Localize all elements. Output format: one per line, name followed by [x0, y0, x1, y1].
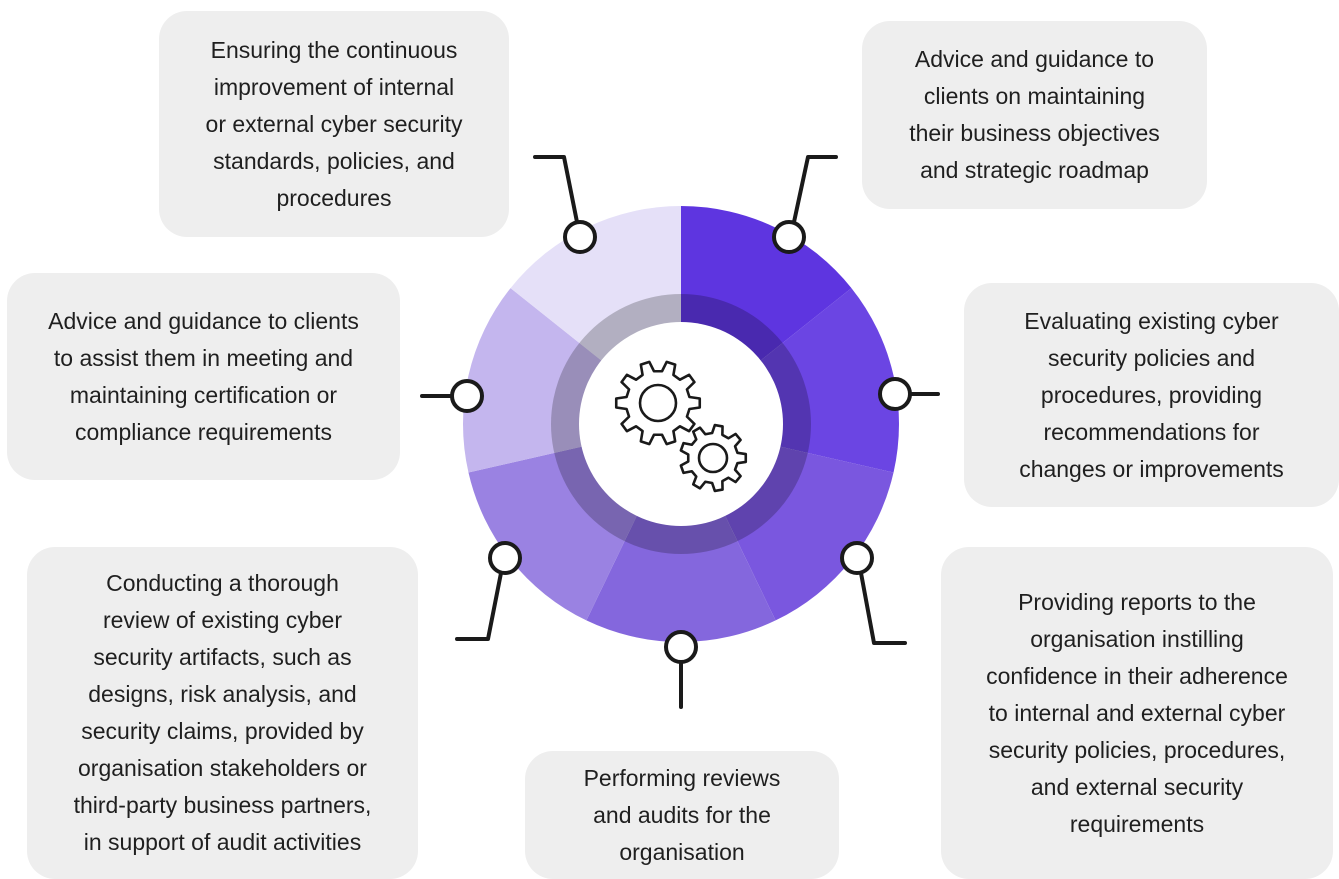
- segment-4: [586, 424, 776, 642]
- card-reports-confidence: Providing reports to the organisation in…: [941, 547, 1333, 879]
- card-text-evaluating-policies: Evaluating existing cyber security polic…: [1019, 307, 1284, 482]
- card-reviews-audits: Performing reviews and audits for the or…: [525, 751, 839, 879]
- connector-reports-confidence: [859, 571, 907, 645]
- connector-node-evaluating-policies: [878, 377, 912, 411]
- card-artifact-review: Conducting a thorough review of existing…: [27, 547, 418, 879]
- center-hub: [579, 322, 783, 526]
- connector-artifact-review: [455, 571, 503, 641]
- connector-business-objectives: [792, 155, 838, 224]
- card-text-certification-compliance: Advice and guidance to clients to assist…: [48, 307, 359, 445]
- connector-node-business-objectives: [772, 220, 806, 254]
- large-gear-outline: [614, 360, 702, 446]
- card-text-reviews-audits: Performing reviews and audits for the or…: [583, 764, 781, 865]
- connector-node-reports-confidence: [840, 541, 874, 575]
- card-certification-compliance: Advice and guidance to clients to assist…: [7, 273, 400, 480]
- card-evaluating-policies: Evaluating existing cyber security polic…: [964, 283, 1339, 507]
- card-business-objectives: Advice and guidance to clients on mainta…: [862, 21, 1207, 209]
- small-gear-outline: [679, 423, 748, 493]
- card-text-reports-confidence: Providing reports to the organisation in…: [986, 588, 1288, 837]
- connector-node-certification-compliance: [450, 379, 484, 413]
- card-text-business-objectives: Advice and guidance to clients on mainta…: [909, 46, 1160, 183]
- connector-node-continuous-improvement: [563, 220, 597, 254]
- small-gear-icon: [679, 423, 748, 493]
- connector-node-artifact-review: [488, 541, 522, 575]
- connector-continuous-improvement: [533, 155, 579, 224]
- card-text-continuous-improvement: Ensuring the continuous improvement of i…: [205, 36, 463, 211]
- gears-icon: [614, 360, 748, 493]
- large-gear-hole: [638, 383, 678, 423]
- large-gear-icon: [614, 360, 702, 446]
- card-continuous-improvement: Ensuring the continuous improvement of i…: [159, 11, 509, 237]
- card-text-artifact-review: Conducting a thorough review of existing…: [73, 570, 372, 855]
- small-gear-hole: [697, 442, 729, 474]
- connector-node-reviews-audits: [664, 630, 698, 664]
